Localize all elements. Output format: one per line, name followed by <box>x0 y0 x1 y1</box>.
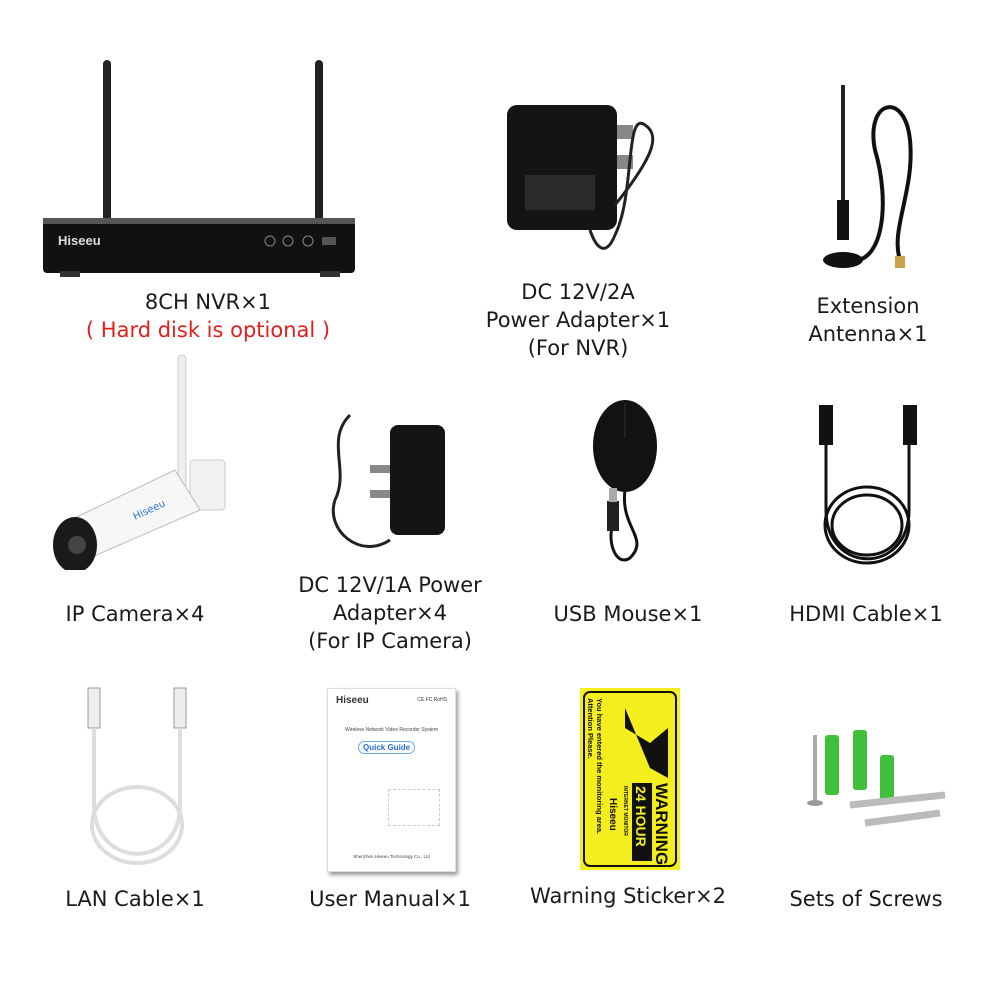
antenna-caption: Extension Antenna×1 <box>808 292 927 348</box>
power-adapter-2a-image <box>495 95 665 265</box>
user-manual-image: Hiseeu CE FC RoHS Wireless Network Video… <box>327 688 456 872</box>
screws-caption: Sets of Screws <box>789 885 942 913</box>
warning-sticker-icon: Attention Please. You have entered the m… <box>580 688 680 870</box>
caption-line: LAN Cable×1 <box>65 887 205 911</box>
ip-camera-caption: IP Camera×4 <box>66 600 205 628</box>
lan-cable-icon <box>87 687 187 865</box>
sticker-warning: WARNING <box>652 783 671 865</box>
sticker-hours: 24 HOUR <box>633 786 649 847</box>
lan-cable-caption: LAN Cable×1 <box>65 885 205 913</box>
screws-image <box>795 725 955 835</box>
sticker-brand: Hiseeu <box>607 798 618 831</box>
caption-line: (For NVR) <box>527 336 629 360</box>
antenna-image <box>815 80 925 275</box>
caption-line: USB Mouse×1 <box>553 602 703 626</box>
nvr-image: Hiseeu <box>40 55 360 285</box>
caption-line: DC 12V/1A Power <box>298 573 482 597</box>
power-adapter-1a-icon <box>331 413 445 548</box>
sticker-message: You have entered the monitoring area. <box>595 698 604 834</box>
ip-camera-image: Hiseeu <box>45 350 235 570</box>
user-manual-caption: User Manual×1 <box>309 885 471 913</box>
manual-illustration <box>388 789 440 826</box>
caption-line: DC 12V/2A <box>521 280 635 304</box>
caption-line: Power Adapter×1 <box>485 308 671 332</box>
hdmi-cable-image <box>805 400 930 575</box>
caption-line: Extension <box>816 294 920 318</box>
manual-title: Quick Guide <box>358 741 416 754</box>
power-adapter-1a-image <box>320 410 470 560</box>
caption-line: IP Camera×4 <box>65 602 205 626</box>
sticker-monitor: INTERNET MONITOR <box>622 786 628 836</box>
caption-line: Warning Sticker×2 <box>530 884 726 908</box>
nvr-recorder-icon: Hiseeu <box>43 60 355 277</box>
lan-cable-image <box>80 685 200 870</box>
warning-sticker-caption: Warning Sticker×2 <box>530 882 726 910</box>
nvr-label: 8CH NVR×1 <box>144 290 272 314</box>
power-adapter-1a-caption: DC 12V/1A Power Adapter×4 (For IP Camera… <box>298 571 482 655</box>
caption-line: Adapter×4 <box>332 601 448 625</box>
manual-marks: CE FC RoHS <box>417 697 447 703</box>
ip-camera-icon: Hiseeu <box>53 354 226 570</box>
power-adapter-2a-caption: DC 12V/2A Power Adapter×1 (For NVR) <box>486 278 670 362</box>
sticker-attention: Attention Please. <box>586 698 595 759</box>
manual-company: Shenzhen Hiseeu Technology Co., Ltd <box>353 854 430 859</box>
usb-mouse-icon <box>593 400 657 562</box>
manual-brand: Hiseeu <box>336 695 369 706</box>
nvr-brand: Hiseeu <box>58 233 101 248</box>
caption-line: Antenna×1 <box>808 322 928 346</box>
power-adapter-2a-icon <box>507 105 655 250</box>
extension-antenna-icon <box>823 85 913 268</box>
caption-line: User Manual×1 <box>309 887 471 911</box>
caption-line: (For IP Camera) <box>308 629 472 653</box>
hdmi-cable-icon <box>819 405 917 565</box>
hdmi-cable-caption: HDMI Cable×1 <box>789 600 943 628</box>
hard-disk-note: ( Hard disk is optional ) <box>85 318 331 342</box>
warning-sticker-image: Attention Please. You have entered the m… <box>580 688 680 870</box>
manual-subtitle: Wireless Network Video Recorder System <box>345 727 438 733</box>
nvr-caption: 8CH NVR×1 ( Hard disk is optional ) <box>86 288 330 344</box>
usb-mouse-caption: USB Mouse×1 <box>554 600 703 628</box>
caption-line: Sets of Screws <box>789 887 943 911</box>
screws-icon <box>807 730 946 827</box>
usb-mouse-image <box>590 398 670 573</box>
caption-line: HDMI Cable×1 <box>789 602 943 626</box>
